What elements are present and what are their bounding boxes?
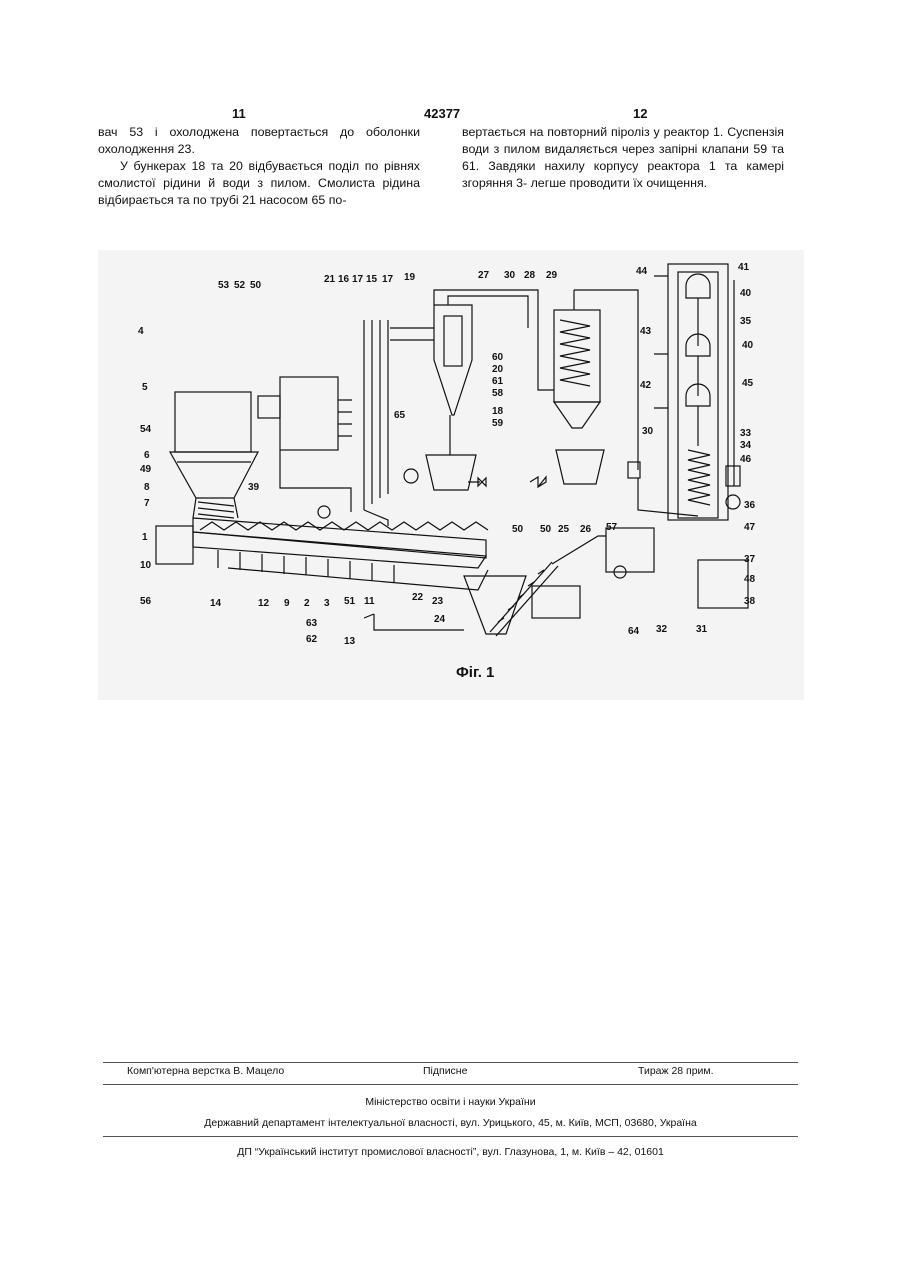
label-50: 50 — [540, 524, 552, 535]
label-45: 45 — [742, 378, 754, 389]
label-36: 36 — [744, 500, 756, 511]
label-22: 22 — [412, 592, 424, 603]
label-58: 58 — [492, 388, 504, 399]
footer-ministry: Міністерство освіти і науки України — [103, 1096, 798, 1108]
label-41: 41 — [738, 262, 750, 273]
label-28: 28 — [524, 270, 536, 281]
technical-drawing: 53 52 50 21 16 17 15 17 19 27 30 28 29 4… — [98, 250, 804, 700]
label-56: 56 — [140, 596, 152, 607]
label-18: 18 — [492, 406, 504, 417]
label-39: 39 — [248, 482, 260, 493]
label-52: 52 — [234, 280, 246, 291]
label-13: 13 — [344, 636, 356, 647]
label-24: 24 — [434, 614, 446, 625]
label-32: 32 — [656, 624, 668, 635]
label-40: 40 — [742, 340, 754, 351]
text-column-right: вертається на повторний піроліз у реакто… — [462, 124, 784, 192]
label-47: 47 — [744, 522, 756, 533]
page-number-left: 11 — [232, 106, 246, 121]
label-44: 44 — [636, 266, 648, 277]
label-50: 50 — [250, 280, 262, 291]
label-33: 33 — [740, 428, 752, 439]
paragraph: У бункерах 18 та 20 відбувається поділ п… — [98, 158, 420, 209]
label-2: 2 — [304, 598, 310, 609]
label-9: 9 — [284, 598, 290, 609]
label-23: 23 — [432, 596, 444, 607]
footer-layout-credit: Комп'ютерна верстка В. Мацело — [127, 1065, 284, 1077]
label-60: 60 — [492, 352, 504, 363]
page-number-right: 12 — [633, 106, 647, 121]
label-19: 19 — [404, 272, 416, 283]
label-46: 46 — [740, 454, 752, 465]
label-65: 65 — [394, 410, 406, 421]
paragraph: вертається на повторний піроліз у реакто… — [462, 124, 784, 192]
label-29: 29 — [546, 270, 558, 281]
label-1: 1 — [142, 532, 148, 543]
drawing-lines — [156, 264, 748, 636]
label-51: 51 — [344, 596, 356, 607]
label-5: 5 — [142, 382, 148, 393]
label-30: 30 — [504, 270, 516, 281]
label-14: 14 — [210, 598, 222, 609]
label-10: 10 — [140, 560, 152, 571]
label-57: 57 — [606, 522, 618, 533]
label-53: 53 — [218, 280, 230, 291]
label-48: 48 — [744, 574, 756, 585]
label-38: 38 — [744, 596, 756, 607]
footer-print-run: Тираж 28 прим. — [638, 1065, 714, 1077]
label-7: 7 — [144, 498, 150, 509]
footer-department: Державний департамент інтелектуальної вл… — [103, 1117, 798, 1129]
label-12: 12 — [258, 598, 270, 609]
label-21: 21 — [324, 274, 336, 285]
label-31: 31 — [696, 624, 708, 635]
label-43: 43 — [640, 326, 652, 337]
label-59: 59 — [492, 418, 504, 429]
label-15: 15 — [366, 274, 378, 285]
label-11: 11 — [364, 596, 375, 607]
label-16: 16 — [338, 274, 350, 285]
divider — [103, 1136, 798, 1137]
divider — [103, 1084, 798, 1085]
footer-institute: ДП “Український інститут промислової вла… — [103, 1146, 798, 1158]
label-61: 61 — [492, 376, 504, 387]
figure-caption: Фіг. 1 — [456, 664, 494, 681]
label-35: 35 — [740, 316, 752, 327]
label-50: 50 — [512, 524, 524, 535]
label-54: 54 — [140, 424, 152, 435]
label-8: 8 — [144, 482, 150, 493]
label-4: 4 — [138, 326, 144, 337]
pyrolysis-plant-schematic: 53 52 50 21 16 17 15 17 19 27 30 28 29 4… — [98, 250, 804, 700]
footer-signed: Підписне — [423, 1065, 467, 1077]
paragraph: вач 53 і охолоджена повертається до обол… — [98, 124, 420, 158]
label-26: 26 — [580, 524, 592, 535]
label-62: 62 — [306, 634, 318, 645]
label-30: 30 — [642, 426, 654, 437]
label-63: 63 — [306, 618, 318, 629]
label-20: 20 — [492, 364, 504, 375]
label-34: 34 — [740, 440, 752, 451]
label-37: 37 — [744, 554, 756, 565]
label-17: 17 — [352, 274, 364, 285]
document-number: 42377 — [424, 106, 460, 121]
label-49: 49 — [140, 464, 152, 475]
label-25: 25 — [558, 524, 570, 535]
label-17: 17 — [382, 274, 394, 285]
label-40: 40 — [740, 288, 752, 299]
label-64: 64 — [628, 626, 640, 637]
label-27: 27 — [478, 270, 490, 281]
label-42: 42 — [640, 380, 652, 391]
label-6: 6 — [144, 450, 150, 461]
label-3: 3 — [324, 598, 330, 609]
text-column-left: вач 53 і охолоджена повертається до обол… — [98, 124, 420, 209]
divider — [103, 1062, 798, 1063]
